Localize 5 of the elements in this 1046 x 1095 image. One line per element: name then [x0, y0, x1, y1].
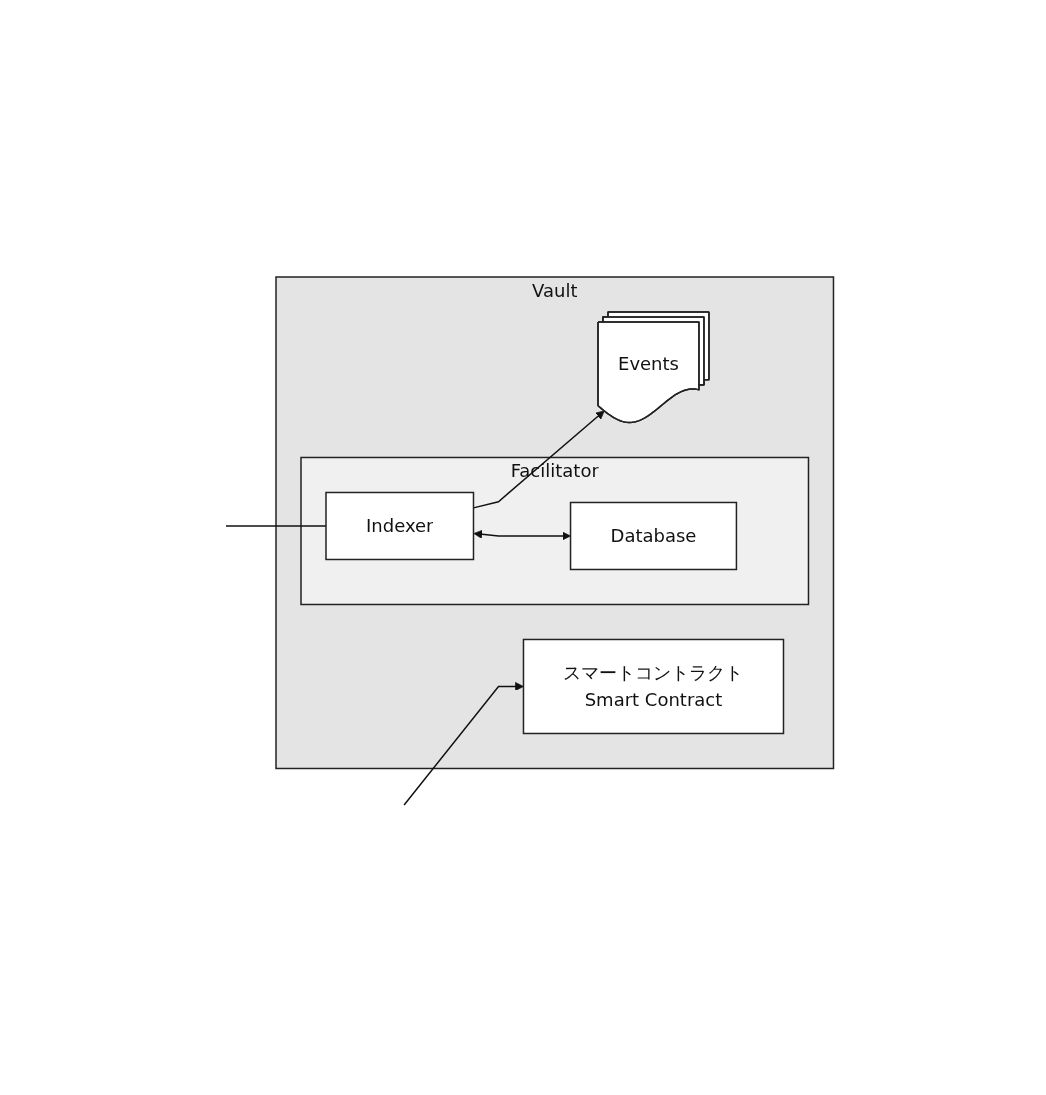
arrow: [473, 410, 605, 509]
connector: [225, 525, 327, 527]
node-box: Database: [570, 502, 738, 571]
node-box: スマートコントラクト Smart Contract: [523, 639, 785, 735]
node-box: Indexer: [325, 492, 475, 561]
